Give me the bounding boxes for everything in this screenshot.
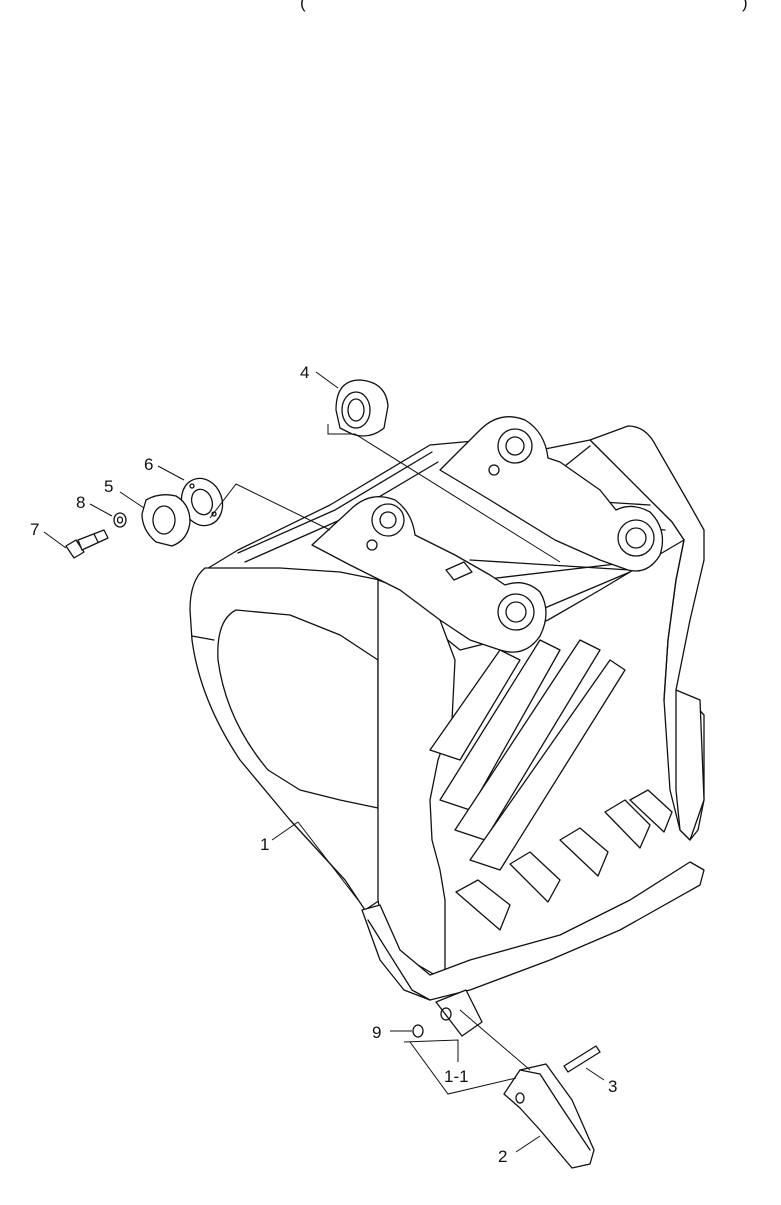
callout-2: 2	[498, 1147, 507, 1166]
callout-1-1: 1-1	[444, 1067, 469, 1086]
callout-6: 6	[144, 455, 153, 474]
part-8-lock-washer	[113, 512, 127, 528]
callout-1: 1	[260, 835, 269, 854]
bucket-left-side-plate	[189, 567, 381, 911]
bucket-cutting-edge	[361, 861, 705, 1001]
bucket-side-window	[217, 609, 379, 809]
leader-lines	[43, 371, 605, 1153]
bucket-front-plate	[377, 579, 456, 976]
header-close-paren: )	[742, 0, 748, 12]
part-1-1-adapter	[435, 989, 483, 1037]
part-9-washer	[412, 1024, 424, 1038]
callout-3: 3	[608, 1077, 617, 1096]
callout-5: 5	[104, 477, 113, 496]
callout-9: 9	[372, 1023, 381, 1042]
part-4-bushing	[335, 379, 389, 437]
bucket-assembly	[189, 416, 705, 1001]
bucket-front-lug	[311, 496, 547, 653]
part-6-shim-plate	[180, 477, 224, 527]
header-open-paren: (	[300, 0, 306, 12]
callout-7: 7	[30, 520, 39, 539]
callout-8: 8	[76, 493, 85, 512]
part-3-pin	[563, 1045, 601, 1073]
part-7-bolt	[65, 529, 109, 559]
part-5-washer-plate	[141, 494, 191, 547]
callout-4: 4	[300, 363, 309, 382]
bucket-rear-lug	[439, 416, 664, 572]
part-2-tooth-point	[503, 1063, 595, 1169]
